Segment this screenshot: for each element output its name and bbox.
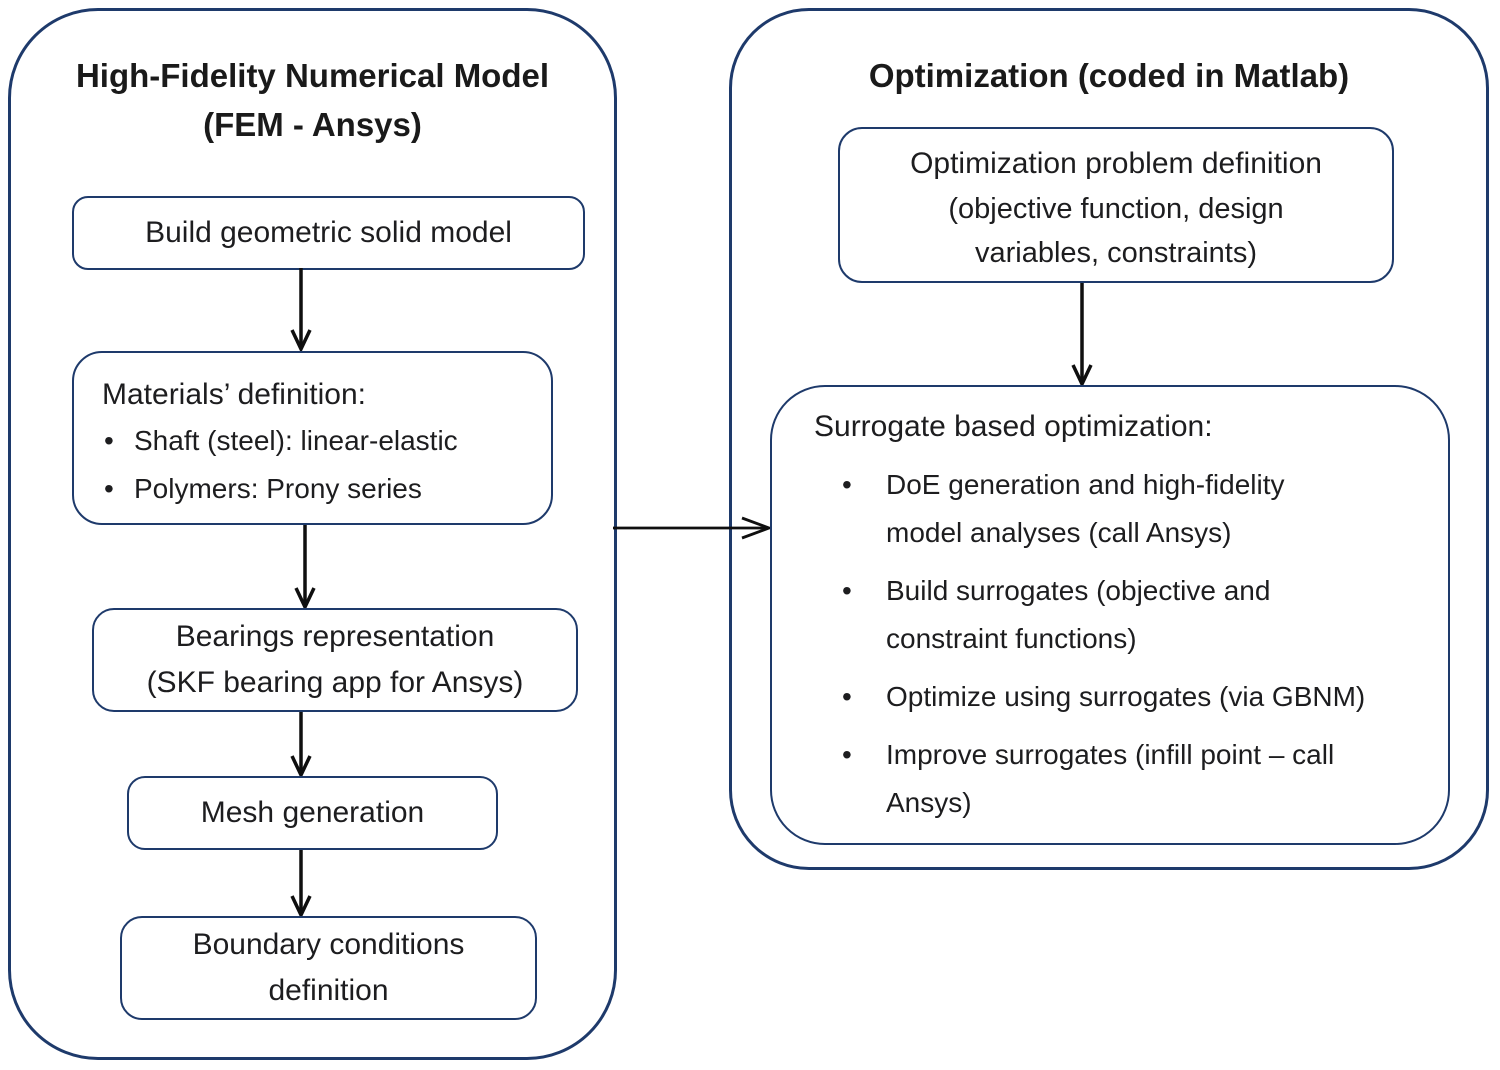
bullet-marker: • xyxy=(104,425,114,456)
arrow-build-to-materials xyxy=(290,268,312,352)
left-panel-title-line1: High-Fidelity Numerical Model xyxy=(75,57,550,94)
arrow-bearings-to-mesh xyxy=(290,712,312,778)
left-panel-title: High-Fidelity Numerical Model (FEM - Ans… xyxy=(11,51,614,149)
boundary-line1: Boundary conditions xyxy=(192,928,465,961)
box-surrogate-optimization: Surrogate based optimization: • DoE gene… xyxy=(770,385,1450,845)
problem-line2: (objective function, design xyxy=(948,193,1284,225)
surrogate-bullet-improve: • Improve surrogates (infill point – cal… xyxy=(842,731,1428,827)
surrogate-bullet-build: • Build surrogates (objective and constr… xyxy=(842,567,1428,663)
box-build-label: Build geometric solid model xyxy=(145,216,512,249)
arrow-mesh-to-boundary xyxy=(290,850,312,918)
materials-heading: Materials’ definition: xyxy=(102,378,367,411)
arrow-materials-to-bearings xyxy=(294,525,316,610)
surrogate-bullet-optimize-label: Optimize using surrogates (via GBNM) xyxy=(886,681,1366,712)
problem-line1: Optimization problem definition xyxy=(910,147,1322,180)
surrogate-bullet-doe: • DoE generation and high-fidelity model… xyxy=(842,461,1428,557)
left-panel-title-line2: (FEM - Ansys) xyxy=(203,106,422,143)
box-optimization-problem: Optimization problem definition (objecti… xyxy=(838,127,1394,283)
right-panel-title: Optimization (coded in Matlab) xyxy=(732,51,1486,100)
bullet-marker: • xyxy=(842,469,852,500)
boundary-line2: definition xyxy=(268,974,389,1007)
surrogate-bullet-improve-label: Improve surrogates (infill point – call … xyxy=(886,739,1335,818)
materials-bullet-polymers-label: Polymers: Prony series xyxy=(134,473,422,504)
bullet-marker: • xyxy=(104,473,114,504)
materials-bullet-shaft: • Shaft (steel): linear-elastic xyxy=(104,417,541,465)
left-panel-container: High-Fidelity Numerical Model (FEM - Ans… xyxy=(8,8,617,1060)
box-materials-definition: Materials’ definition: • Shaft (steel): … xyxy=(72,351,553,525)
right-panel-title-line1: Optimization (coded in Matlab) xyxy=(868,57,1350,94)
bearings-line2: (SKF bearing app for Ansys) xyxy=(146,666,524,699)
mesh-label: Mesh generation xyxy=(200,796,425,829)
surrogate-bullet-build-label: Build surrogates (objective and constrai… xyxy=(886,575,1271,654)
bearings-line1: Bearings representation xyxy=(175,620,495,653)
bullet-marker: • xyxy=(842,575,852,606)
surrogate-bullet-optimize: • Optimize using surrogates (via GBNM) xyxy=(842,673,1428,721)
box-build-geometric-solid-model: Build geometric solid model xyxy=(72,196,585,270)
surrogate-bullet-doe-label: DoE generation and high-fidelity model a… xyxy=(886,469,1285,548)
box-mesh-generation: Mesh generation xyxy=(127,776,498,850)
surrogate-heading: Surrogate based optimization: xyxy=(814,410,1213,443)
materials-bullet-shaft-label: Shaft (steel): linear-elastic xyxy=(134,425,458,456)
arrow-left-panel-to-surrogate xyxy=(613,516,773,540)
problem-line3: variables, constraints) xyxy=(974,237,1258,269)
arrow-problem-to-surrogate xyxy=(1071,283,1093,387)
box-bearings-representation: Bearings representation (SKF bearing app… xyxy=(92,608,578,712)
bullet-marker: • xyxy=(842,681,852,712)
box-boundary-conditions: Boundary conditions definition xyxy=(120,916,537,1020)
materials-bullet-polymers: • Polymers: Prony series xyxy=(104,465,541,513)
bullet-marker: • xyxy=(842,739,852,770)
